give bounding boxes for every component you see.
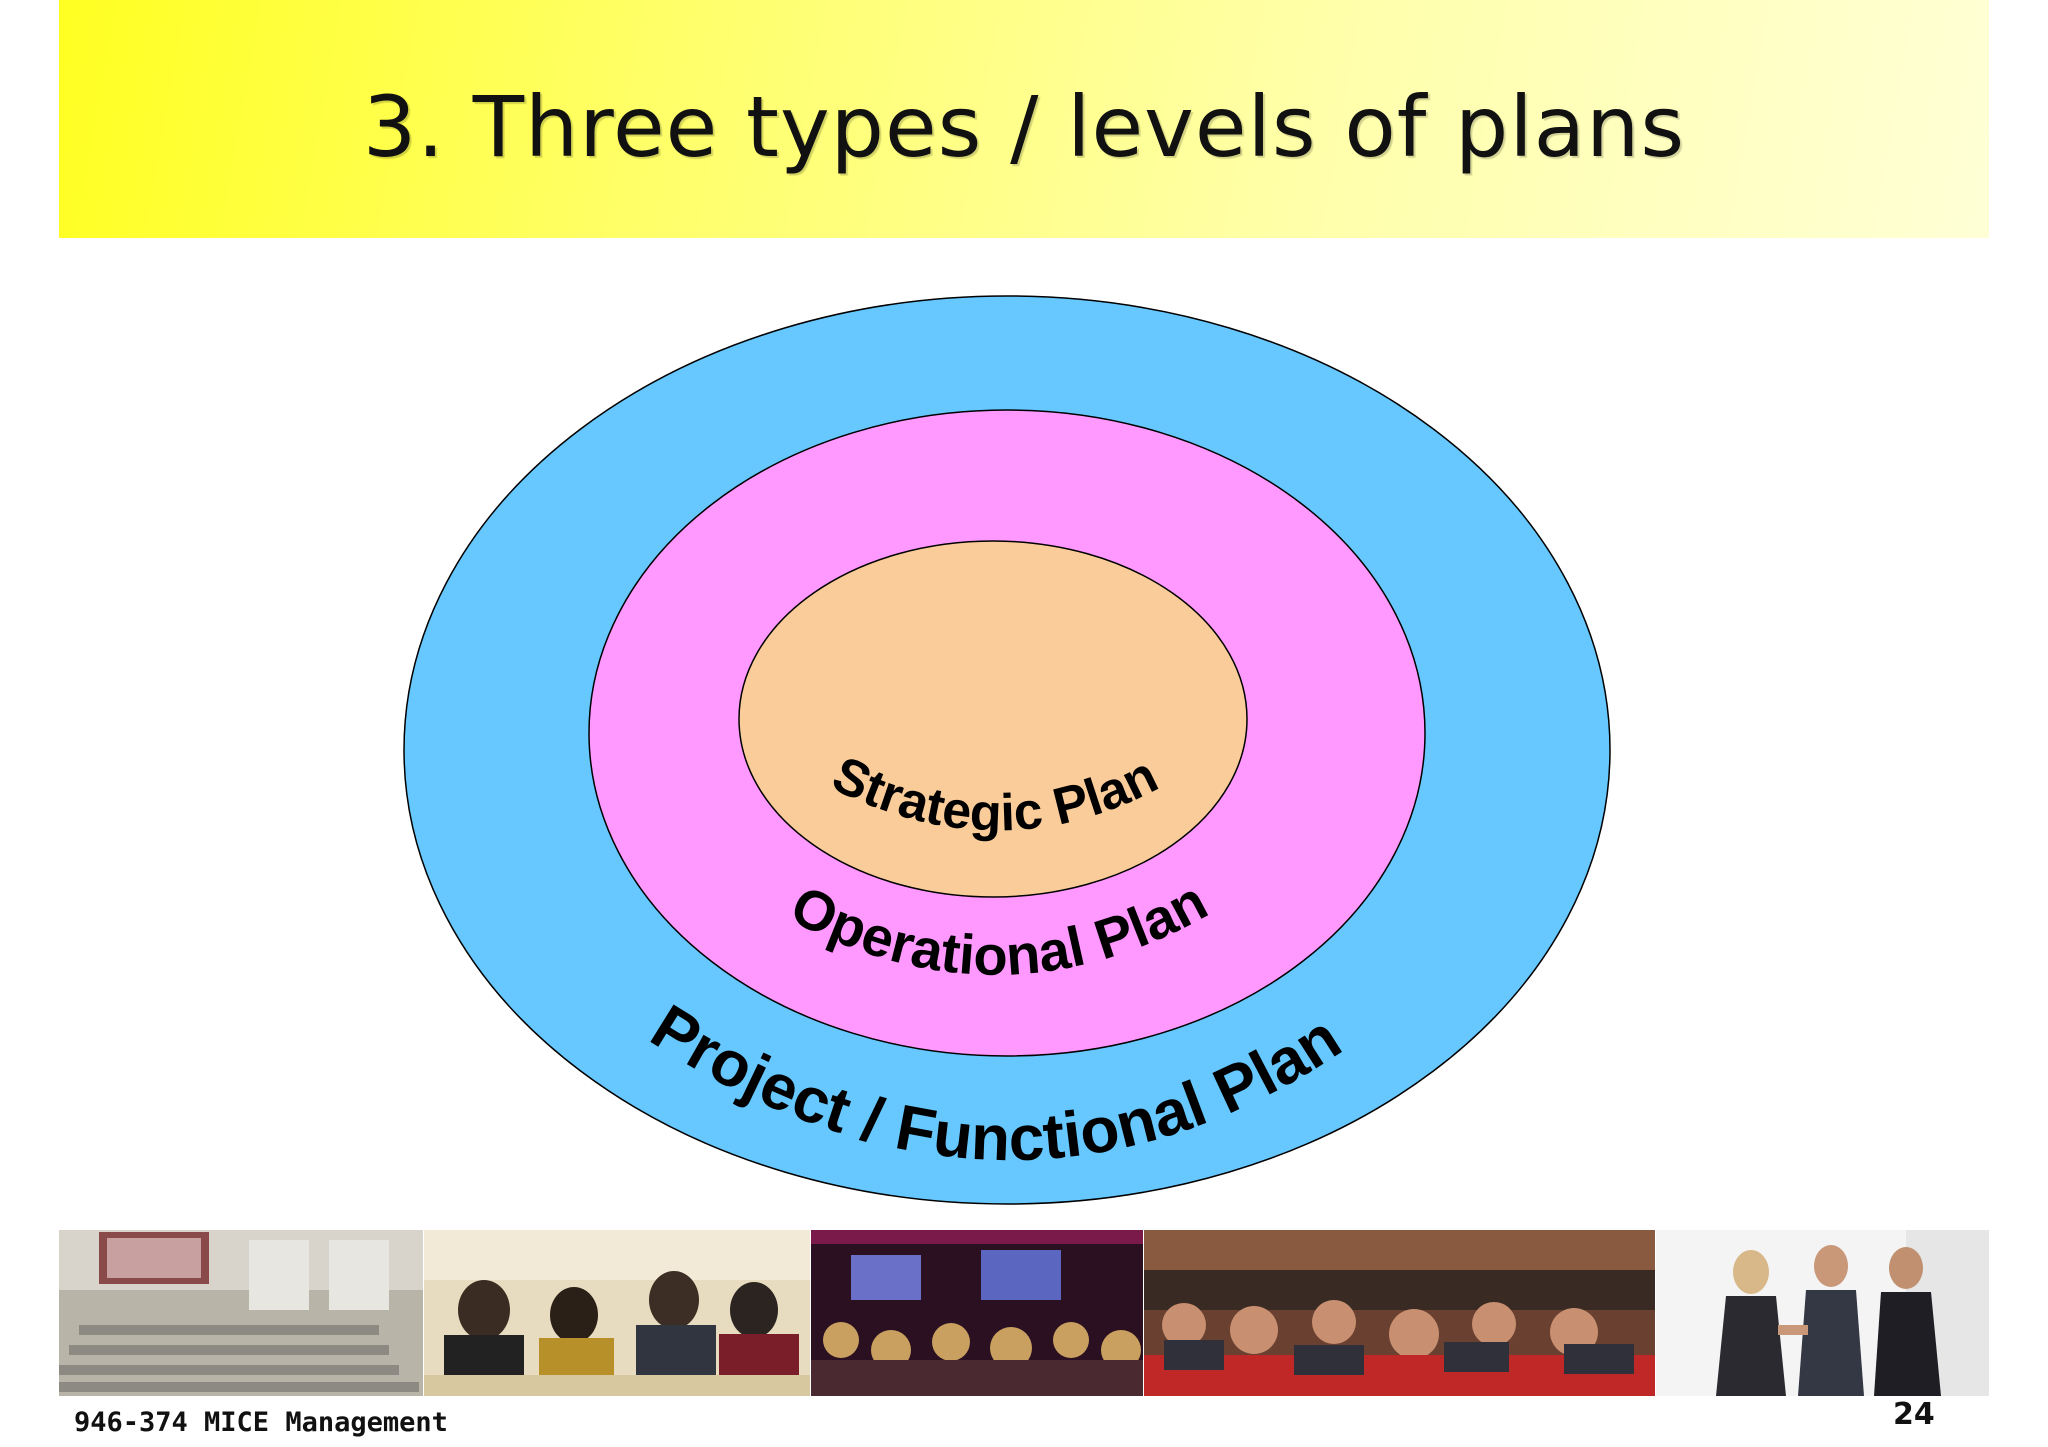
concentric-plans-diagram: Project / Functional Plan Operational Pl… (403, 295, 1611, 1205)
business-meeting-table-photo (424, 1230, 810, 1396)
business-handshake-photo (1656, 1230, 1989, 1396)
course-footer: 946-374 MICE Management (74, 1407, 448, 1438)
large-auditorium-audience-photo (1144, 1230, 1655, 1396)
photo-strip (59, 1230, 1989, 1396)
inner-ring (738, 540, 1248, 898)
page-number: 24 (1893, 1397, 1935, 1432)
slide-title: 3. Three types / levels of plans (362, 78, 1686, 176)
title-banner (59, 0, 1989, 238)
conference-audience-screens-photo (811, 1230, 1143, 1396)
empty-conference-hall-photo (59, 1230, 423, 1396)
